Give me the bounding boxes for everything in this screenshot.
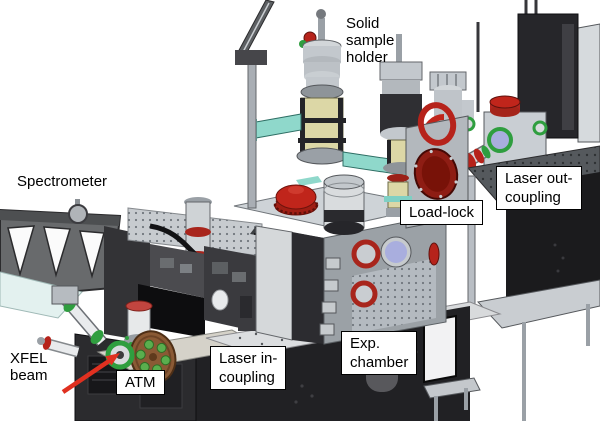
front-box-left-face (255, 225, 293, 341)
label-load-lock: Load-lock (400, 200, 484, 225)
atm-group (37, 285, 264, 384)
solid-sample-manipulator (248, 9, 424, 178)
label-laser-out-coupling: Laser out- coupling (496, 166, 582, 210)
leg (464, 388, 468, 410)
dark-cavity (138, 284, 205, 338)
label-exp-chamber: Exp. chamber (341, 331, 418, 375)
edge-clamps (319, 257, 341, 336)
rotary-stage (323, 174, 365, 235)
red-dome-flange (273, 184, 319, 216)
foot-plate (423, 377, 481, 399)
xfel-beam-arrow (61, 353, 120, 394)
gate-valve (413, 148, 459, 200)
label-spectrometer: Spectrometer (17, 173, 108, 190)
red-cap (489, 95, 521, 109)
cyan-panel (0, 271, 83, 319)
back-machinery (127, 197, 263, 338)
table-leg (522, 322, 526, 421)
green-seal-small (532, 120, 548, 136)
side-red-flange (428, 242, 440, 266)
teal-arm-left (255, 113, 302, 139)
pole-clamp (235, 50, 267, 65)
table-leg (586, 304, 590, 346)
yellow-bellows (300, 97, 344, 155)
xfel-beam-pipe (37, 285, 107, 358)
viewport-green-seal (487, 127, 513, 153)
label-atm: ATM (116, 370, 165, 395)
label-solid-sample-holder: Solid sample holder (346, 15, 395, 66)
experiment-chamber (233, 174, 447, 345)
dial-gauge (68, 204, 88, 224)
lens (211, 289, 229, 311)
teal-deck-rail (296, 176, 322, 186)
silver-post (467, 175, 476, 307)
frame-window (423, 314, 457, 384)
support-pole (235, 0, 275, 209)
right-back-panel (577, 23, 600, 143)
red-ring-flange (417, 102, 457, 146)
label-xfel-beam: XFEL beam (10, 350, 48, 384)
port-red-flange-lower (350, 280, 378, 308)
optic-mount (238, 318, 258, 331)
base-plate (477, 279, 600, 329)
black-tower-panel (562, 24, 574, 130)
atm-chamber (129, 330, 177, 384)
label-laser-in-coupling: Laser in- coupling (210, 346, 287, 390)
front-box-right-face (292, 232, 324, 344)
gray-block (150, 244, 205, 298)
leg (434, 396, 438, 421)
port-red-flange (351, 239, 381, 269)
